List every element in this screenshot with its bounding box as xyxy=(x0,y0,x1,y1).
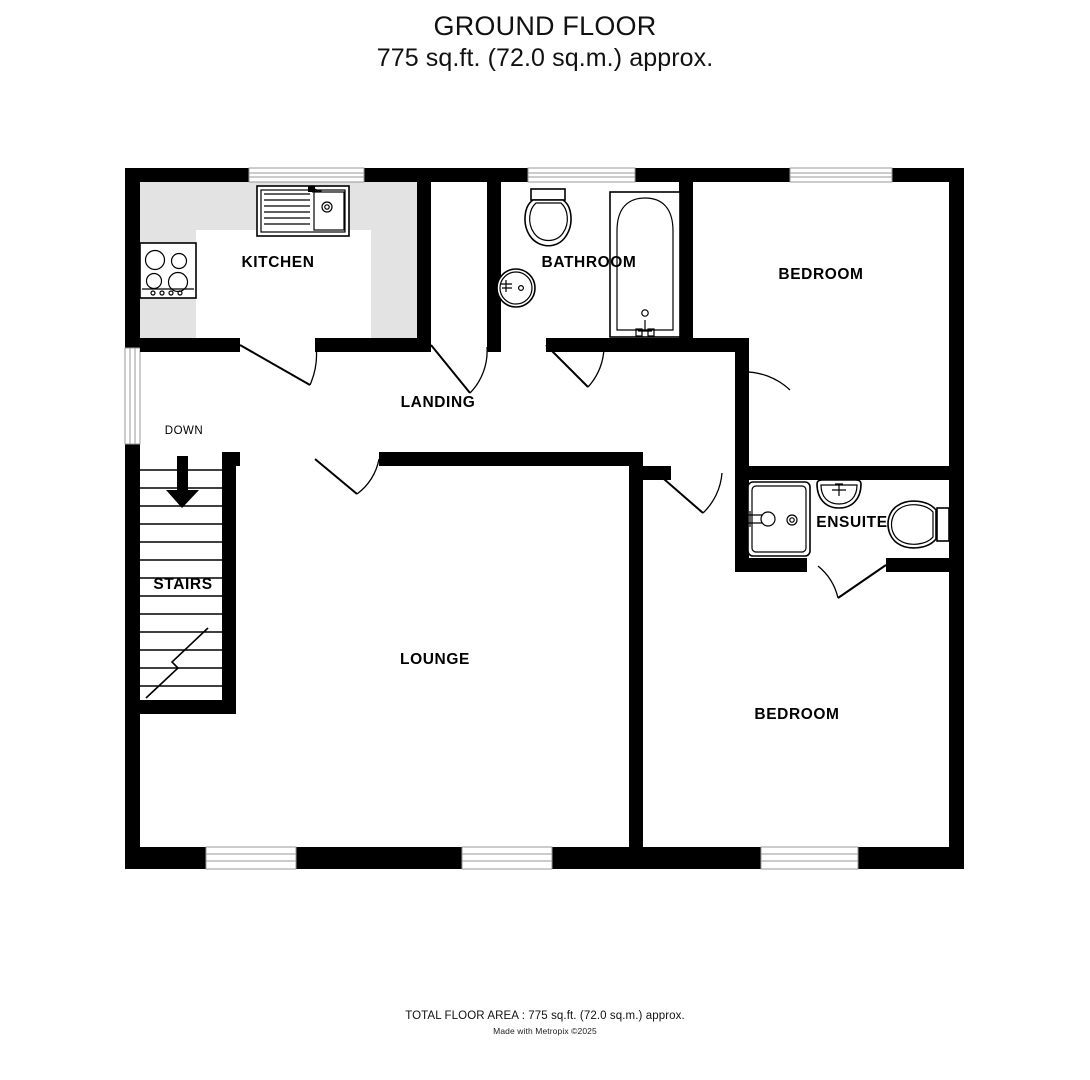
window-bottom-3 xyxy=(760,846,859,870)
wall-ensuite-bottom-b xyxy=(886,558,964,572)
wall-landing-jamb-a xyxy=(487,338,501,352)
door-landing xyxy=(430,344,488,394)
room-labels: KITCHEN BATHROOM BEDROOM LANDING STAIRS … xyxy=(153,254,887,723)
plan-footer-block: TOTAL FLOOR AREA : 775 sq.ft. (72.0 sq.m… xyxy=(0,1010,1090,1036)
room-label-lounge: LOUNGE xyxy=(400,651,470,668)
bathroom-bath xyxy=(609,191,681,338)
wall-bathroom-bottom-a xyxy=(546,338,693,352)
ensuite-basin xyxy=(816,479,862,509)
wall-ensuite-bottom-a xyxy=(735,558,807,572)
wall-ensuite-left xyxy=(735,480,749,572)
stairs-fixture xyxy=(140,452,222,700)
kitchen-hob xyxy=(139,242,197,299)
wall-bedroom1-left-b xyxy=(735,438,749,473)
kitchen-inner-fill xyxy=(196,230,371,338)
wall-lounge-top-b xyxy=(379,452,643,466)
down-arrow-icon xyxy=(166,456,199,508)
door-kitchen xyxy=(239,344,318,386)
door-ensuite xyxy=(817,564,887,599)
wall-kitchen-bottom-a xyxy=(140,338,240,352)
wall-top-c xyxy=(635,168,790,182)
door-bathroom xyxy=(545,344,605,388)
wall-top-b xyxy=(364,168,528,182)
wall-top-d xyxy=(892,168,964,182)
wall-lounge-right xyxy=(629,452,643,859)
wall-bottom-a xyxy=(125,847,206,869)
total-floor-area-text: TOTAL FLOOR AREA : 775 sq.ft. (72.0 sq.m… xyxy=(405,1010,685,1022)
wall-kitchen-right xyxy=(417,182,431,338)
windows xyxy=(205,167,893,870)
wall-stairs-right xyxy=(222,452,236,714)
window-bottom-2 xyxy=(461,846,553,870)
room-label-kitchen: KITCHEN xyxy=(241,254,314,271)
wall-bottom-b xyxy=(296,847,462,869)
wall-kitchen-bottom-b xyxy=(315,338,431,352)
kitchen-fixtures xyxy=(139,185,350,299)
doors xyxy=(239,344,887,599)
room-label-stairs: STAIRS xyxy=(153,576,212,593)
room-label-bathroom: BATHROOM xyxy=(542,254,637,271)
wall-bathroom-left xyxy=(487,182,501,338)
wall-bottom-d xyxy=(858,847,964,869)
door-bedroom1 xyxy=(741,371,791,438)
wall-right xyxy=(949,168,964,869)
wall-bottom-c xyxy=(552,847,761,869)
ensuite-shower xyxy=(747,481,811,557)
kitchen-sink xyxy=(256,185,350,237)
window-bottom-1 xyxy=(205,846,297,870)
room-label-bedroom2: BEDROOM xyxy=(754,706,839,723)
ensuite-wc xyxy=(887,500,950,549)
door-bedroom2 xyxy=(656,472,723,514)
window-top-3 xyxy=(789,167,893,183)
plan-title-block: GROUND FLOOR 775 sq.ft. (72.0 sq.m.) app… xyxy=(0,10,1090,73)
window-left-1 xyxy=(124,347,141,445)
ensuite-fixtures xyxy=(747,479,950,557)
outer-walls xyxy=(124,168,964,869)
window-top-2 xyxy=(527,167,636,183)
wall-stairs-bottom xyxy=(140,700,236,714)
wall-left-a xyxy=(125,168,140,348)
bathroom-wc xyxy=(524,188,572,247)
plan-title: GROUND FLOOR xyxy=(433,11,657,41)
plan-subtitle-area: 775 sq.ft. (72.0 sq.m.) approx. xyxy=(376,43,714,72)
metropix-credit-text: Made with Metropix ©2025 xyxy=(493,1026,597,1036)
window-top-1 xyxy=(248,167,365,183)
door-lounge xyxy=(314,458,380,495)
wall-left-b xyxy=(125,444,140,869)
wall-top-a xyxy=(125,168,249,182)
room-label-landing: LANDING xyxy=(401,394,476,411)
room-label-ensuite: ENSUITE xyxy=(816,514,887,531)
annotation-down: DOWN xyxy=(165,425,203,437)
bathroom-basin xyxy=(496,268,536,308)
wall-bathroom-right xyxy=(679,182,693,338)
wall-ensuite-top-a xyxy=(735,466,964,480)
bathroom-fixtures xyxy=(496,188,681,338)
room-label-bedroom1: BEDROOM xyxy=(778,266,863,283)
